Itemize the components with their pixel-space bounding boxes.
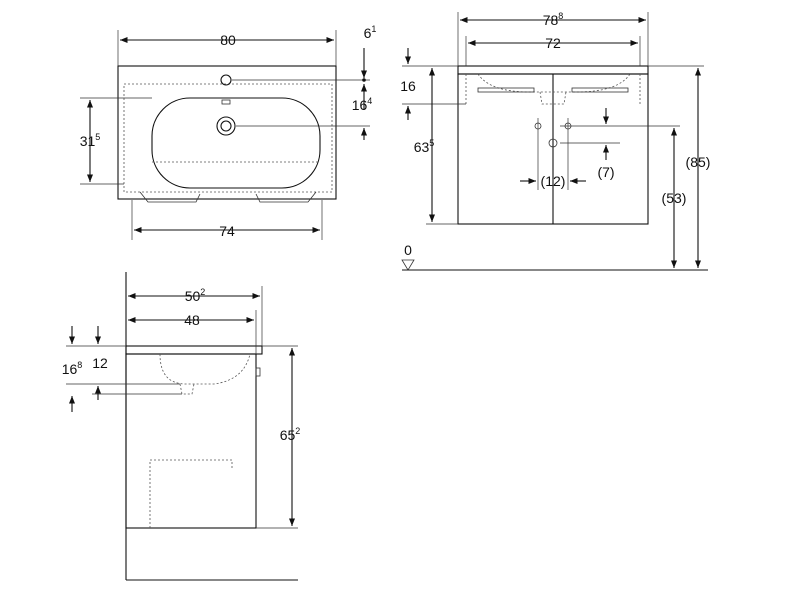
side-cabinet <box>125 353 257 529</box>
dim-side-16-8: 168 <box>62 360 83 377</box>
front-handle-right <box>571 87 629 93</box>
dim-side-cabinet-depth: 48 <box>184 312 200 328</box>
tap-hole <box>220 74 232 86</box>
dim-side-12: 12 <box>92 355 108 371</box>
dim-drain-offset: 164 <box>352 96 373 113</box>
dim-spacing: (12) <box>541 173 566 189</box>
front-view: 788 72 16 635 (12) (7) (53) (8 <box>400 11 711 271</box>
basin-bowl <box>151 97 321 189</box>
drain-inner <box>220 120 232 132</box>
side-handle <box>255 367 261 377</box>
dim-bowl-depth: 315 <box>80 132 101 149</box>
side-bowl <box>159 353 251 385</box>
side-drawer <box>149 459 233 528</box>
drawer-handle-right <box>255 191 317 203</box>
dim-tap-offset: 61 <box>364 24 377 41</box>
dim-height-85: (85) <box>686 154 711 170</box>
front-handle-left <box>477 87 535 93</box>
front-basin-top <box>457 65 649 75</box>
dim-height-53: (53) <box>662 190 687 206</box>
dim-cabinet-width: 72 <box>545 35 561 51</box>
dim-side-height: 652 <box>280 426 301 443</box>
waste-hole <box>548 138 558 148</box>
side-basin-top <box>125 345 263 355</box>
dim-pipe-offset: (7) <box>597 164 614 180</box>
side-drain <box>179 383 195 395</box>
front-bowl <box>477 73 631 93</box>
top-view-outline <box>117 65 337 200</box>
dim-side-depth: 502 <box>185 287 206 304</box>
overflow <box>221 99 231 105</box>
dim-inner-width: 74 <box>219 223 235 239</box>
dim-top-width: 80 <box>220 32 236 48</box>
dim-top-thickness: 16 <box>400 78 416 94</box>
side-view: 502 48 168 12 652 <box>62 272 301 581</box>
drain-outer <box>216 116 236 136</box>
top-view: 80 61 164 315 74 <box>80 24 377 240</box>
floor-marker <box>401 259 415 271</box>
front-drain <box>539 91 567 105</box>
drawer-handle-left <box>139 191 201 203</box>
dim-cabinet-height: 635 <box>414 138 435 155</box>
dim-floor-level: 0 <box>404 242 412 258</box>
dim-front-width: 788 <box>543 11 564 28</box>
